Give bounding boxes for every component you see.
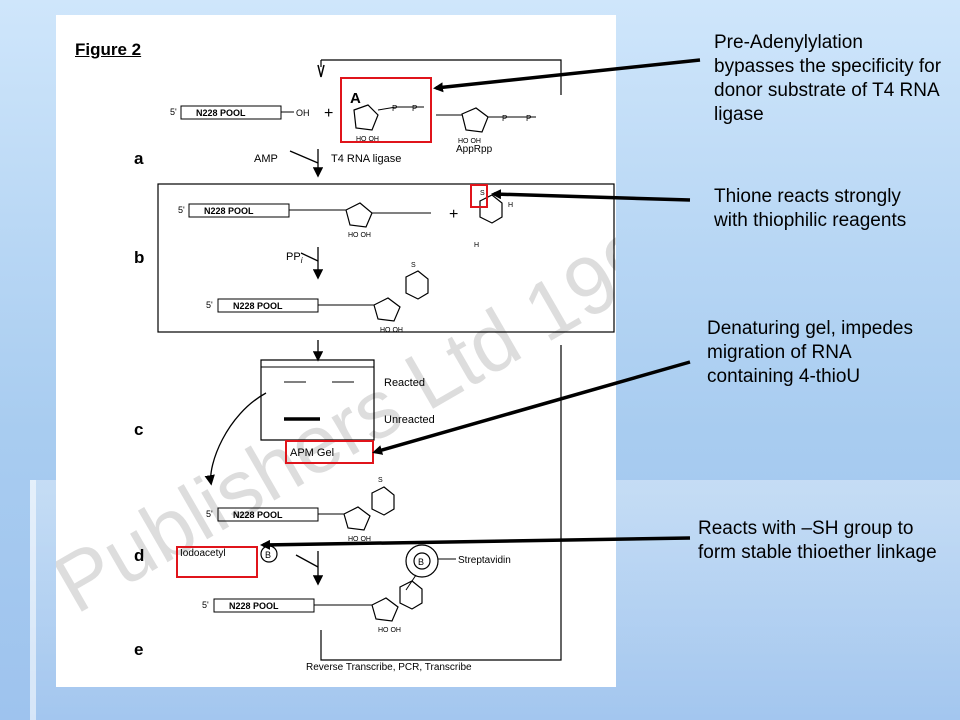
background-band-edge xyxy=(30,480,36,720)
base-a-label: A xyxy=(350,90,361,107)
biotin-label-d: B xyxy=(265,550,271,560)
step-label-e: e xyxy=(134,640,143,659)
loop-arrow-down xyxy=(317,64,325,78)
ho-oh-b2: HO OH xyxy=(380,327,403,334)
linker-e xyxy=(405,574,417,591)
step-label-c: c xyxy=(134,420,143,439)
ribose-b2 xyxy=(373,297,401,322)
sulfur-b2: S xyxy=(411,262,416,269)
ho-oh-e: HO OH xyxy=(378,627,401,634)
arrow-reacts-sh xyxy=(260,536,691,550)
biotin-circle-e xyxy=(413,552,431,570)
phosphate-p4: P xyxy=(526,114,531,123)
h-label: H xyxy=(508,202,513,209)
loop-line-top xyxy=(320,59,562,95)
streptavidin-label: Streptavidin xyxy=(458,555,511,566)
figure-panel: Publishers Ltd 199 5' N228 POOL OH + A P… xyxy=(56,15,616,687)
step-label-a: a xyxy=(134,149,144,168)
highlight-box-iodoacetyl xyxy=(176,546,258,578)
five-prime-e: 5' xyxy=(202,600,209,610)
sulfur-c: S xyxy=(378,477,383,484)
scheme-diagram: Publishers Ltd 199 5' N228 POOL OH + A P… xyxy=(56,59,616,673)
ho-oh-b1: HO OH xyxy=(348,232,371,239)
ppi-curve xyxy=(300,252,319,262)
annotation-denaturing-gel: Denaturing gel, impedes migration of RNA… xyxy=(707,318,913,387)
pool-label-a: N228 POOL xyxy=(196,108,246,118)
ho-oh-2: HO OH xyxy=(458,138,481,145)
reacted-label: Reacted xyxy=(384,377,425,389)
amp-label: AMP xyxy=(254,153,278,165)
ppi-sub: i xyxy=(301,256,303,265)
gel-extract-arrow xyxy=(204,392,267,486)
phosphate-p2: P xyxy=(412,104,417,113)
h-label-2: H xyxy=(474,242,479,249)
biotin-label-e: B xyxy=(418,557,424,567)
phosphate-chain-2 xyxy=(436,114,536,118)
uracil-ring-e xyxy=(399,580,423,610)
arrow-pre-adenylylation xyxy=(433,58,701,93)
figure-title: Figure 2 xyxy=(75,40,142,59)
ribose-c xyxy=(343,506,371,531)
ho-oh-1: HO OH xyxy=(356,136,379,143)
pool-label-b1: N228 POOL xyxy=(204,206,254,216)
streptavidin-circle xyxy=(405,544,439,578)
plus-sign-b: + xyxy=(449,206,458,223)
iodo-curve xyxy=(295,554,319,568)
five-prime-b1: 5' xyxy=(178,205,185,215)
plus-sign-a: + xyxy=(324,105,333,122)
final-step-label: Reverse Transcribe, PCR, Transcribe xyxy=(306,662,472,673)
pool-label-b2: N228 POOL xyxy=(233,301,283,311)
highlight-box-adenylate xyxy=(340,77,432,143)
phosphate-p3: P xyxy=(502,114,507,123)
arrow-thione xyxy=(491,189,691,202)
apprpp-label: AppRpp xyxy=(456,144,493,155)
five-prime-c: 5' xyxy=(206,509,213,519)
iodoacetyl-label: Iodoacetyl xyxy=(180,548,226,559)
annotation-thione: Thione reacts strongly with thiophilic r… xyxy=(714,186,907,231)
unreacted-label: Unreacted xyxy=(384,414,435,426)
arrow-denaturing-gel xyxy=(372,360,691,455)
sulfur-label: S xyxy=(480,190,485,197)
phosphate-chain-1 xyxy=(377,106,424,111)
ligase-label: T4 RNA ligase xyxy=(331,153,401,165)
five-prime-b2: 5' xyxy=(206,300,213,310)
five-prime-label: 5' xyxy=(170,107,177,117)
box-step-b xyxy=(157,183,615,333)
ribose-1 xyxy=(353,104,379,131)
step-label-d: d xyxy=(134,546,144,565)
pool-label-e: N228 POOL xyxy=(229,601,279,611)
uracil-ring-c xyxy=(371,486,395,516)
uracil-ring-b2 xyxy=(405,270,429,300)
oh-label: OH xyxy=(296,108,310,118)
ho-oh-c: HO OH xyxy=(348,536,371,543)
apm-gel-label: APM Gel xyxy=(290,447,334,459)
annotation-pre-adenylylation: Pre-Adenylylation bypasses the specifici… xyxy=(714,32,942,125)
pool-label-c: N228 POOL xyxy=(233,510,283,520)
loop-line-bottom xyxy=(320,345,562,661)
step-label-b: b xyxy=(134,248,144,267)
ppi-main: PP xyxy=(286,251,301,263)
amp-curve xyxy=(289,150,319,164)
annotation-reacts-sh: Reacts with –SH group to form stable thi… xyxy=(698,518,937,563)
ribose-e xyxy=(371,597,399,622)
ppi-label: PPi xyxy=(286,251,303,265)
ribose-b1 xyxy=(345,202,373,228)
highlight-box-thione xyxy=(470,184,488,208)
phosphate-p1: P xyxy=(392,104,397,113)
ribose-2 xyxy=(461,107,489,133)
